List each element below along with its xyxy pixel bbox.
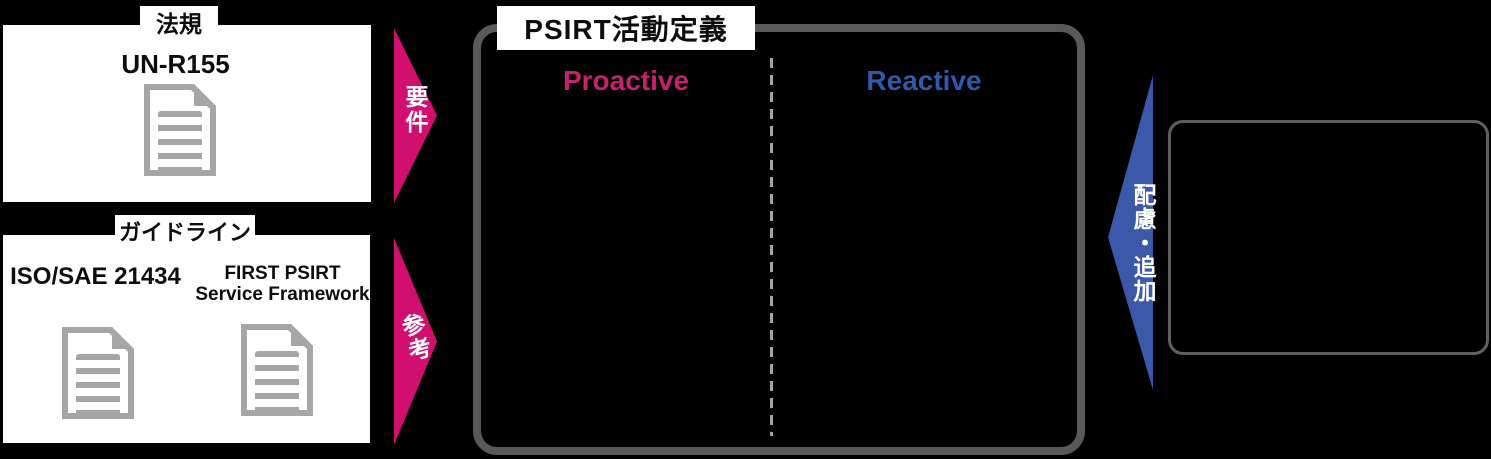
reactive-column-header: Reactive — [866, 65, 982, 96]
consideration-arrow-label: 配慮・追加 — [1130, 183, 1156, 303]
guideline-tab-label: ガイドライン — [118, 220, 251, 245]
document-icon — [62, 327, 134, 419]
psirt-title: PSIRT活動定義 — [524, 14, 728, 45]
guideline-tab: ガイドライン — [115, 215, 255, 247]
guideline-doc1-title: ISO/SAE 21434 — [10, 263, 181, 290]
requirement-arrow-label: 要件 — [402, 85, 428, 135]
output-box — [1168, 120, 1489, 355]
regulation-tab-label: 法規 — [156, 11, 202, 37]
proactive-column-header: Proactive — [562, 65, 690, 96]
regulation-tab: 法規 — [140, 6, 218, 38]
document-icon — [241, 324, 313, 416]
document-icon — [144, 84, 216, 176]
guideline-doc2-title: FIRST PSIRT Service Framework — [190, 263, 375, 305]
guideline-doc2-title-line1: FIRST PSIRT — [224, 263, 341, 284]
regulation-doc-title: UN-R155 — [121, 49, 230, 79]
guideline-doc2-title-line2: Service Framework — [195, 284, 370, 305]
proactive-reactive-divider — [770, 58, 773, 436]
psirt-title-tab: PSIRT活動定義 — [497, 6, 755, 50]
psirt-activity-box — [473, 24, 1085, 455]
